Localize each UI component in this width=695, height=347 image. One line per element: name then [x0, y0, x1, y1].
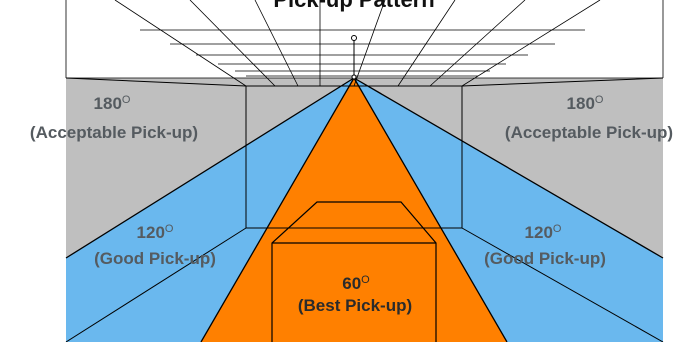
table-box: [271, 201, 437, 342]
good-angle-left: 120O: [137, 223, 174, 242]
acceptable-label-left: (Acceptable Pick-up): [30, 123, 198, 142]
acceptable-label-right: (Acceptable Pick-up): [505, 123, 673, 142]
best-angle: 60O: [342, 274, 370, 293]
ceiling-grid: [65, 0, 664, 87]
best-label: (Best Pick-up): [298, 296, 412, 315]
acceptable-angle-right: 180O: [567, 94, 604, 113]
ceiling-microphone-icon: [351, 35, 357, 80]
acceptable-angle-left: 180O: [94, 94, 131, 113]
diagram-title: Pick-up Pattern: [273, 0, 434, 12]
good-label-right: (Good Pick-up): [484, 249, 606, 268]
zone-edges: [65, 77, 664, 343]
best-zone: [201, 78, 507, 342]
good-angle-right: 120O: [525, 223, 562, 242]
room-walls: [65, 77, 664, 343]
good-label-left: (Good Pick-up): [94, 249, 216, 268]
